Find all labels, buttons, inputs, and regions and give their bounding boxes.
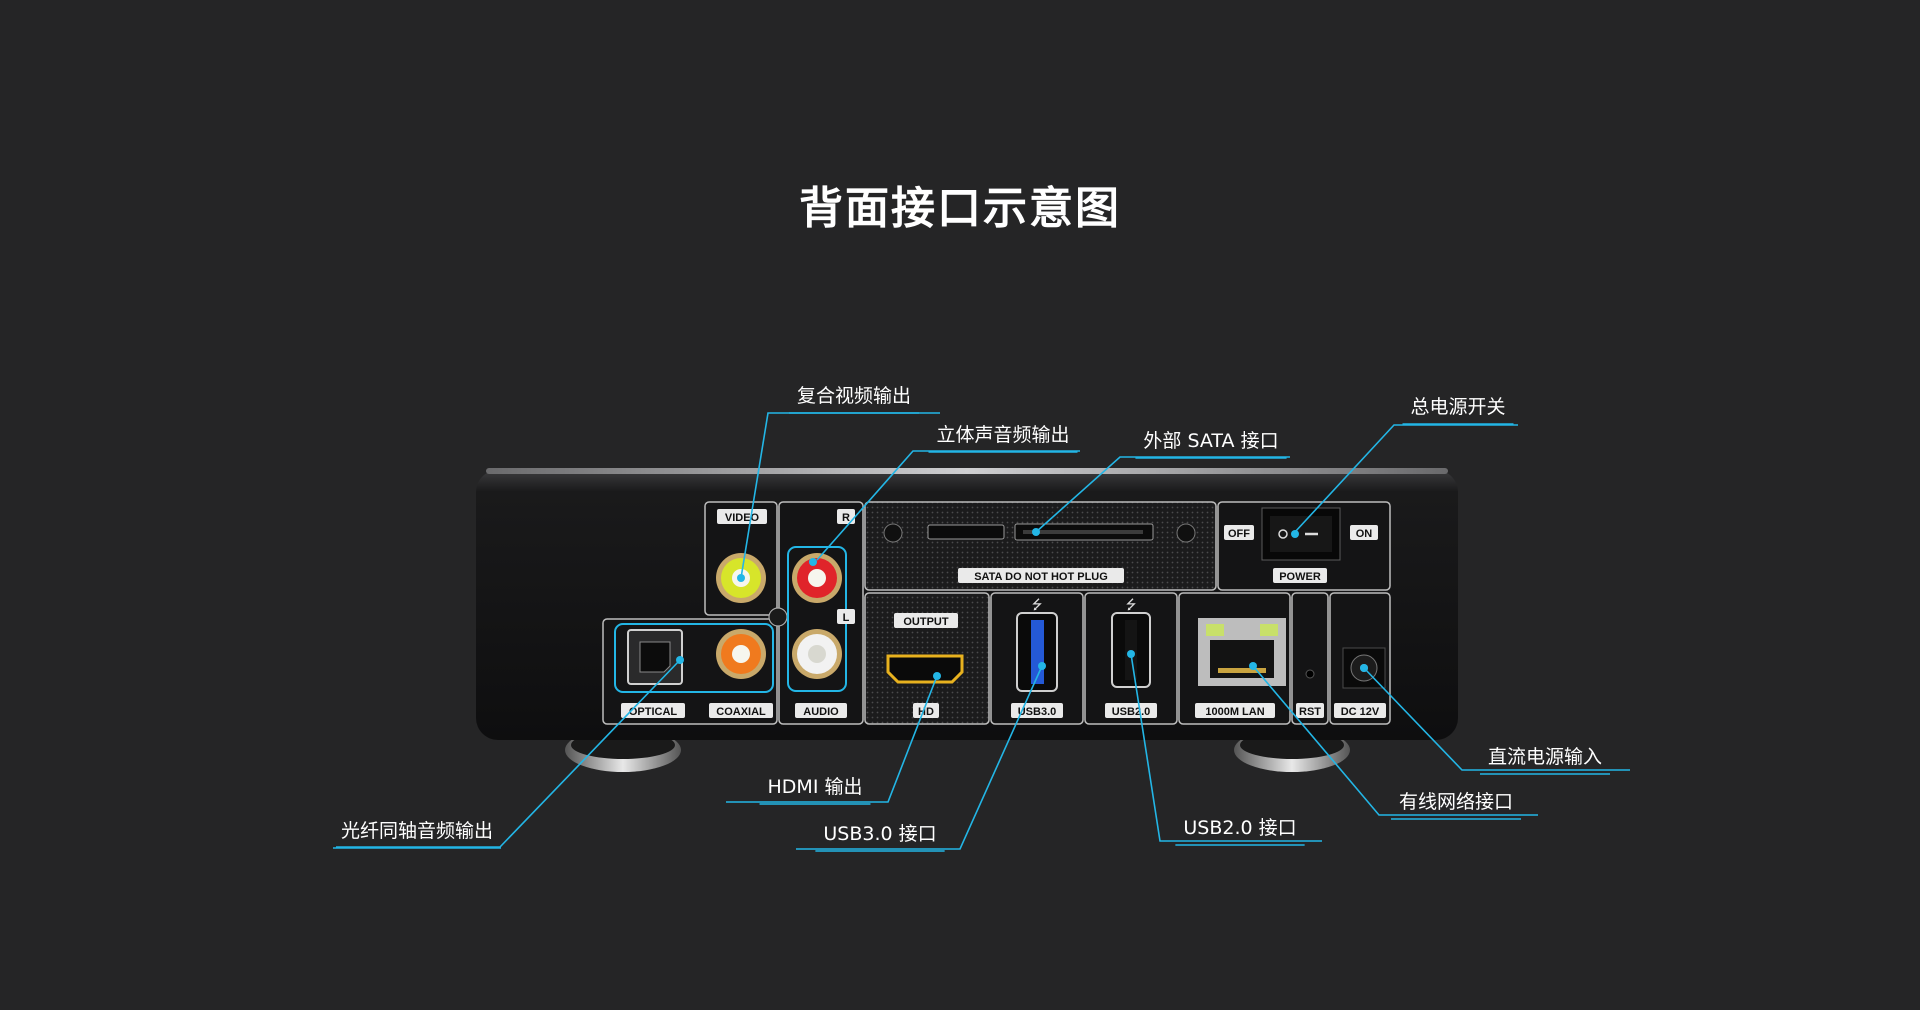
lan-port xyxy=(1198,618,1286,686)
panel-label-video: VIDEO xyxy=(717,509,767,524)
ground-screw xyxy=(768,607,788,627)
panel-label-text: R xyxy=(842,512,850,524)
panel-label-coaxial: COAXIAL xyxy=(709,703,773,718)
panel-label-text: HD xyxy=(918,706,934,718)
panel-label-usb30: USB3.0 xyxy=(1011,703,1063,718)
callout-hdmi-output: HDMI 输出 xyxy=(768,776,863,798)
callout-optical-coaxial: 光纤同轴音频输出 xyxy=(341,820,493,842)
callout-external-sata: 外部 SATA 接口 xyxy=(1143,430,1278,452)
panel-label-lan: 1000M LAN xyxy=(1195,703,1275,718)
panel-label-text: 1000M LAN xyxy=(1205,706,1264,718)
panel-label-sata-warning: SATA DO NOT HOT PLUG xyxy=(958,568,1124,583)
panel-label-optical: OPTICAL xyxy=(621,703,685,718)
panel-label-text: VIDEO xyxy=(725,512,760,524)
usb-icon: ⭍ xyxy=(1126,598,1137,613)
panel-label-text: OUTPUT xyxy=(903,616,949,628)
callout-usb2-port: USB2.0 接口 xyxy=(1183,817,1296,839)
panel-label-on: ON xyxy=(1350,525,1378,540)
panel-label-rst: RST xyxy=(1296,703,1324,718)
panel-label-usb20: USB2.0 xyxy=(1105,703,1157,718)
callout-usb3-port: USB3.0 接口 xyxy=(823,823,936,845)
panel-label-dc12v: DC 12V xyxy=(1334,703,1386,718)
optical-coaxial-highlight-box xyxy=(614,623,774,693)
panel-label-output: OUTPUT xyxy=(894,613,958,628)
panel-label-text: USB2.0 xyxy=(1112,706,1151,718)
reset-hole xyxy=(1305,669,1315,679)
audio-l-jack xyxy=(792,629,842,679)
panel-label-power: POWER xyxy=(1273,568,1327,583)
callout-dc-power-input: 直流电源输入 xyxy=(1488,746,1602,768)
callout-main-power-switch: 总电源开关 xyxy=(1410,396,1505,418)
callout-composite-video: 复合视频输出 xyxy=(797,385,911,407)
panel-label-text: AUDIO xyxy=(803,706,839,718)
panel-label-text: DC 12V xyxy=(1341,706,1380,718)
panel-label-r: R xyxy=(837,509,855,524)
power-switch xyxy=(1261,507,1341,561)
page-title: 背面接口示意图 xyxy=(799,183,1121,234)
coaxial-jack xyxy=(716,629,766,679)
rst-section xyxy=(1291,592,1329,725)
callout-stereo-audio: 立体声音频输出 xyxy=(936,424,1069,446)
leader-lines xyxy=(336,412,1630,850)
panel-label-text: SATA DO NOT HOT PLUG xyxy=(974,571,1108,583)
panel-label-text: L xyxy=(843,612,850,624)
panel-label-text: OPTICAL xyxy=(629,706,678,718)
panel-label-text: POWER xyxy=(1279,571,1321,583)
panel-label-off: OFF xyxy=(1224,525,1254,540)
sata-port xyxy=(883,523,1196,543)
panel-label-text: USB3.0 xyxy=(1018,706,1057,718)
panel-label-audio: AUDIO xyxy=(795,703,847,718)
panel-label-text: OFF xyxy=(1228,528,1250,540)
panel-label-l: L xyxy=(837,609,855,624)
usb-icon: ⭍ xyxy=(1032,598,1043,613)
leader-endpoints xyxy=(676,528,1368,680)
panel-label-text: ON xyxy=(1356,528,1373,540)
audio-r-jack xyxy=(792,553,842,603)
panel-label-text: RST xyxy=(1299,706,1321,718)
callout-ethernet-port: 有线网络接口 xyxy=(1399,791,1513,813)
optical-port xyxy=(627,629,683,685)
hdmi-port xyxy=(886,654,964,684)
panel-label-text: COAXIAL xyxy=(716,706,766,718)
